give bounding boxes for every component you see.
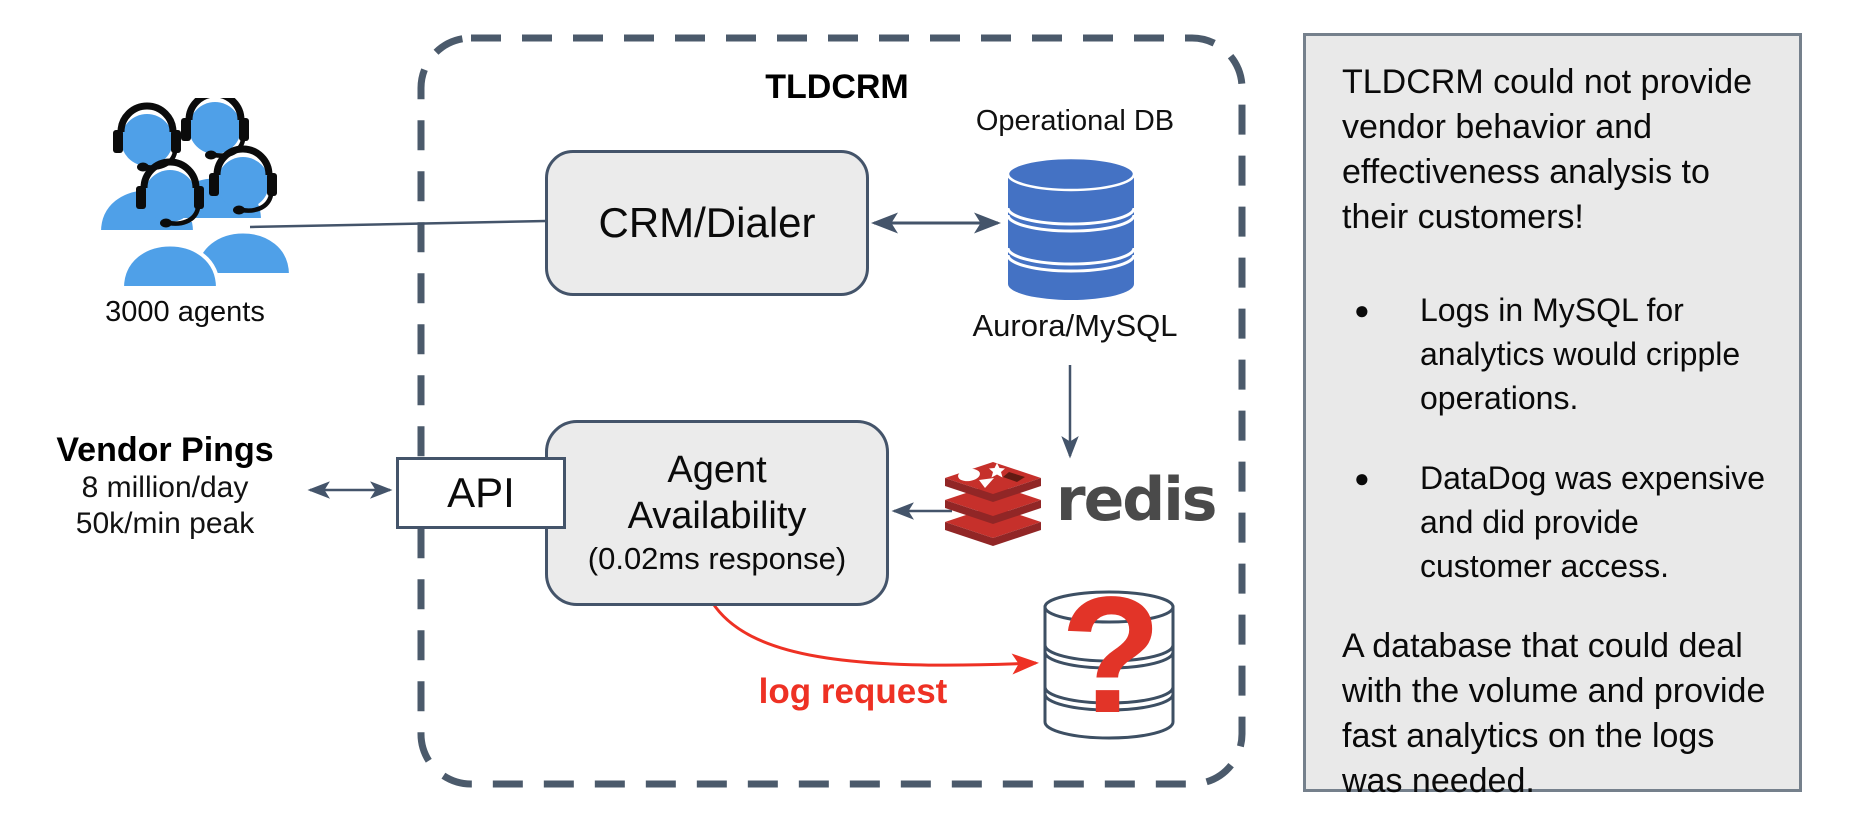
redis-tier: [945, 462, 1041, 502]
agent-availability-box: Agent Availability (0.02ms response): [545, 420, 889, 606]
question-mark-glyph: ?: [1060, 563, 1162, 748]
redis-logo-icon: [945, 462, 1041, 546]
notes-bullet-list: ● Logs in MySQL for analytics would crip…: [1342, 288, 1769, 588]
mysql-database-icon: [1006, 156, 1136, 300]
agents-count-label: 3000 agents: [105, 296, 265, 328]
agent-person-icon: [119, 158, 221, 290]
unknown-database-icon: [1043, 590, 1175, 740]
notes-conclusion: A database that could deal with the volu…: [1342, 627, 1766, 800]
tldcrm-dashed-container: [417, 34, 1246, 788]
redis-wordmark: redis: [1056, 465, 1218, 535]
agent-person-icon: [192, 145, 294, 277]
bullet-text: DataDog was expensive and did provide cu…: [1420, 460, 1766, 584]
bullet-text: Logs in MySQL for analytics would crippl…: [1420, 292, 1741, 416]
bullet-dot: ●: [1354, 295, 1370, 325]
tldcrm-container-title: TLDCRM: [765, 68, 909, 106]
api-label: API: [447, 469, 515, 516]
vendor-pings-rate-peak: 50k/min peak: [75, 507, 255, 540]
agents-to-crm-line: [249, 219, 547, 229]
agent-availability-title: Agent Availability: [627, 449, 807, 537]
agent-person-icon: [96, 102, 198, 234]
agents-icon: [96, 98, 294, 290]
vendor-pings-rate-day: 8 million/day: [81, 471, 249, 504]
notes-panel: TLDCRM could not provide vendor behavior…: [1303, 33, 1802, 800]
agent-availability-subtitle: (0.02ms response): [587, 541, 847, 576]
log-request-label: log request: [758, 672, 948, 711]
vendor-pings-block: Vendor Pings 8 million/day 50k/min peak: [15, 430, 315, 542]
list-item: ● DataDog was expensive and did provide …: [1354, 456, 1769, 588]
crm-dialer-label: CRM/Dialer: [598, 199, 816, 246]
list-item: ● Logs in MySQL for analytics would crip…: [1354, 288, 1769, 420]
arrow-log-request: [710, 601, 1039, 675]
api-box: API: [396, 457, 566, 529]
vendor-pings-title: Vendor Pings: [56, 431, 274, 469]
bullet-dot: ●: [1354, 463, 1370, 493]
crm-dialer-box: CRM/Dialer: [545, 150, 869, 296]
operational-db-subtitle: Aurora/MySQL: [972, 308, 1178, 343]
operational-db-title: Operational DB: [975, 105, 1175, 137]
notes-intro: TLDCRM could not provide vendor behavior…: [1342, 63, 1753, 236]
